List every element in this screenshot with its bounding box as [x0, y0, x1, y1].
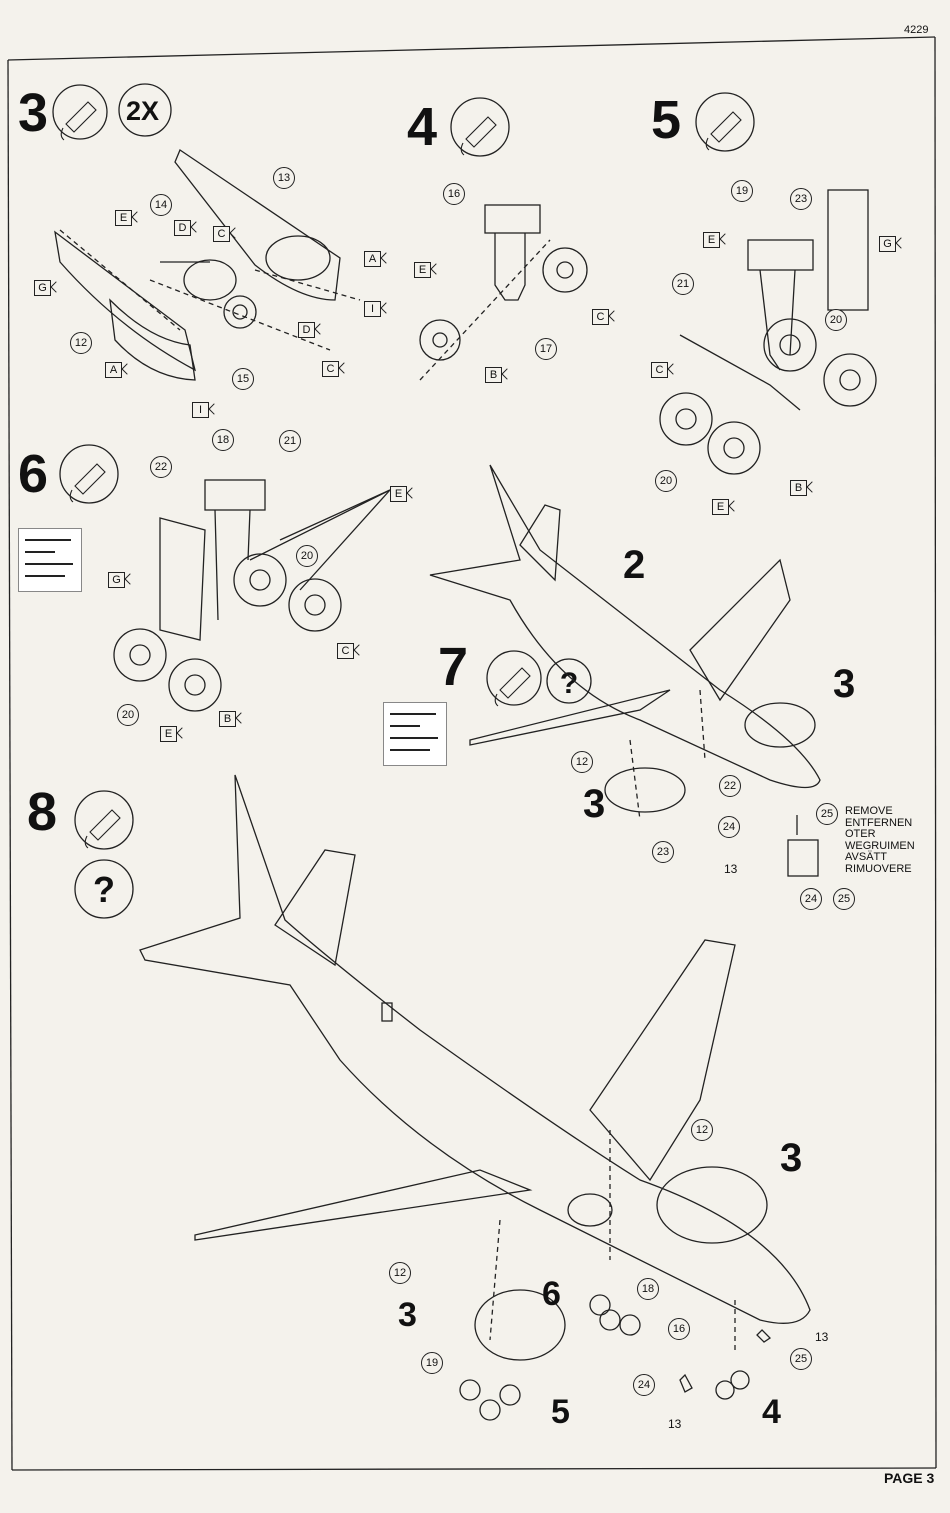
part-number: 18 — [637, 1278, 659, 1300]
part-number: 25 — [790, 1348, 812, 1370]
remove-line: RIMUOVERE — [845, 864, 915, 876]
part-number: 15 — [232, 368, 254, 390]
step-number: 5 — [651, 93, 681, 147]
remove-line: OTER — [845, 829, 915, 841]
part-number: 16 — [443, 183, 465, 205]
sprue-flag: G — [34, 280, 51, 296]
decal-sheet-icon — [383, 702, 447, 766]
part-number: 25 — [816, 803, 838, 825]
glue-tube-icon — [451, 98, 509, 156]
sprue-flag: E — [703, 232, 720, 248]
part-number: 12 — [389, 1262, 411, 1284]
step6-main-gear — [114, 480, 390, 711]
sprue-flag: G — [879, 236, 896, 252]
glue-tube-icon — [60, 445, 118, 503]
frame-top — [8, 37, 935, 60]
part-number: 12 — [571, 751, 593, 773]
callout-number: 6 — [542, 1277, 561, 1311]
part-number: 21 — [279, 430, 301, 452]
sprue-flag: I — [364, 301, 381, 317]
part-label: 13 — [724, 862, 737, 876]
glue-tube-icon — [53, 85, 107, 139]
remove-line: REMOVE — [845, 806, 915, 818]
callout-number: 3 — [583, 784, 605, 824]
frame-bottom — [12, 1468, 936, 1470]
part-number: 25 — [833, 888, 855, 910]
part-number: 12 — [691, 1119, 713, 1141]
step4-nose-gear — [420, 205, 587, 380]
part-number: 17 — [535, 338, 557, 360]
multiplier-label: 2X — [126, 96, 159, 127]
part-number: 24 — [800, 888, 822, 910]
frame-right — [935, 37, 936, 1468]
sprue-flag: C — [322, 361, 339, 377]
step8-aircraft — [140, 775, 810, 1420]
step-number: 7 — [438, 640, 468, 694]
part-number: 24 — [718, 816, 740, 838]
sprue-flag: E — [414, 262, 431, 278]
part-number: 16 — [668, 1318, 690, 1340]
callout-number: 3 — [833, 664, 855, 704]
sprue-flag: C — [213, 226, 230, 242]
remove-note: REMOVE ENTFERNEN OTER WEGRUIMEN AVSÄTT R… — [845, 806, 915, 875]
step-number: 3 — [18, 86, 48, 140]
svg-text:?: ? — [560, 667, 578, 700]
step3-engine-parts — [55, 150, 360, 380]
glue-tube-icon — [75, 791, 133, 849]
frame-left — [8, 60, 12, 1470]
step-number: 8 — [27, 785, 57, 839]
part-number: 22 — [150, 456, 172, 478]
part-label: 13 — [668, 1417, 681, 1431]
remove-line: AVSÄTT — [845, 852, 915, 864]
part-number: 20 — [825, 309, 847, 331]
sprue-flag: I — [192, 402, 209, 418]
sprue-flag: C — [337, 643, 354, 659]
sprue-flag: B — [219, 711, 236, 727]
callout-number: 3 — [398, 1298, 417, 1332]
callout-number: 4 — [762, 1395, 781, 1429]
part-number: 13 — [273, 167, 295, 189]
sprue-flag: E — [390, 486, 407, 502]
page-number: PAGE 3 — [884, 1470, 934, 1486]
part-number: 12 — [70, 332, 92, 354]
decal-sheet-icon — [18, 528, 82, 592]
callout-number: 2 — [623, 545, 645, 585]
sprue-flag: G — [108, 572, 125, 588]
step5-main-gear — [660, 190, 876, 474]
part-number: 18 — [212, 429, 234, 451]
part-number: 20 — [117, 704, 139, 726]
sprue-flag: E — [712, 499, 729, 515]
svg-text:?: ? — [93, 869, 115, 910]
sheet-code: 4229 — [904, 24, 928, 36]
part-number: 19 — [731, 180, 753, 202]
part-number: 20 — [296, 545, 318, 567]
part-number: 14 — [150, 194, 172, 216]
sprue-flag: D — [174, 220, 191, 236]
sprue-flag: A — [105, 362, 122, 378]
callout-number: 3 — [780, 1138, 802, 1178]
sprue-flag: B — [485, 367, 502, 383]
glue-tube-icon — [487, 651, 541, 705]
glue-tube-icon — [696, 93, 754, 151]
part-number: 20 — [655, 470, 677, 492]
part-number: 23 — [652, 841, 674, 863]
step-number: 6 — [18, 447, 48, 501]
step-number: 4 — [407, 100, 437, 154]
sprue-flag: C — [651, 362, 668, 378]
part-number: 21 — [672, 273, 694, 295]
part-number: 23 — [790, 188, 812, 210]
callout-number: 5 — [551, 1395, 570, 1429]
sprue-flag: B — [790, 480, 807, 496]
part-number: 22 — [719, 775, 741, 797]
sprue-flag: C — [592, 309, 609, 325]
sprue-flag: E — [160, 726, 177, 742]
sprue-flag: D — [298, 322, 315, 338]
part-number: 24 — [633, 1374, 655, 1396]
part-label: 13 — [815, 1330, 828, 1344]
part-number: 19 — [421, 1352, 443, 1374]
sprue-flag: A — [364, 251, 381, 267]
sprue-flag: E — [115, 210, 132, 226]
